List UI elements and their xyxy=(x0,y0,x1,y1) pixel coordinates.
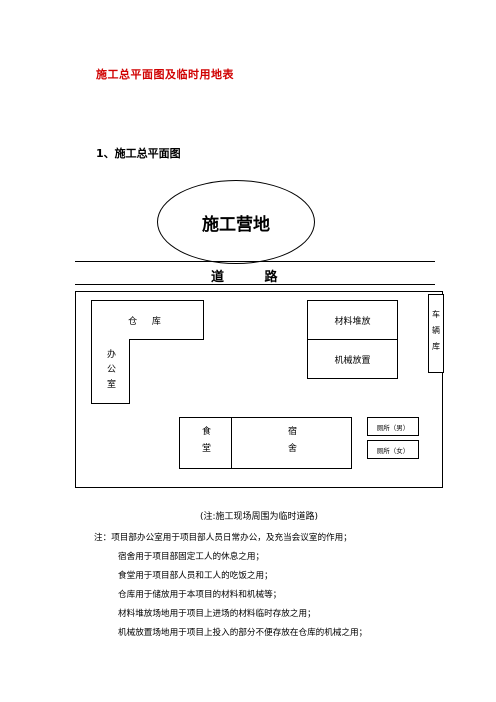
toilet-male: 厕所（男） xyxy=(367,417,419,436)
document-title: 施工总平面图及临时用地表 xyxy=(96,68,234,81)
canteen: 食堂 xyxy=(179,417,232,469)
material-yard-label: 材料堆放 xyxy=(334,316,371,327)
toilet-male-label: 厕所（男） xyxy=(376,423,410,432)
vehicle-garage: 车辆库 xyxy=(428,294,444,373)
notes-list: 注：项目部办公室用于项目部人员日常办公，及充当会议室的作用； 宿舍用于项目部固定… xyxy=(94,529,367,643)
note-line: 注：项目部办公室用于项目部人员日常办公，及充当会议室的作用； xyxy=(94,533,352,543)
warehouse-label: 仓 库 xyxy=(128,316,167,327)
road-label: 道 路 xyxy=(211,270,296,285)
section-heading: 1、施工总平面图 xyxy=(96,147,181,160)
toilet-female: 厕所（女） xyxy=(367,440,419,459)
note-line: 宿舍用于项目部固定工人的休息之用； xyxy=(118,552,265,562)
office: 办公室 xyxy=(91,339,130,404)
road-bottom-line xyxy=(75,284,435,285)
machinery-yard: 机械放置 xyxy=(307,339,398,379)
office-label: 办公室 xyxy=(105,348,115,394)
warehouse: 仓 库 xyxy=(91,300,204,340)
note-line: 机械放置场地用于项目上投入的部分不便存放在仓库的机械之用； xyxy=(118,628,368,638)
note-line: 材料堆放场地用于项目上进场的材料临时存放之用； xyxy=(118,609,316,619)
canteen-label: 食堂 xyxy=(200,426,210,460)
construction-camp: 施工营地 xyxy=(157,180,315,264)
material-yard: 材料堆放 xyxy=(307,300,398,340)
construction-camp-label: 施工营地 xyxy=(202,214,270,235)
note-line: 食堂用于项目部人员和工人的吃饭之用； xyxy=(118,571,273,581)
road-top-line xyxy=(75,261,435,262)
toilet-female-label: 厕所（女） xyxy=(376,446,410,455)
vehicle-garage-label: 车辆库 xyxy=(431,309,441,358)
machinery-yard-label: 机械放置 xyxy=(334,355,371,366)
dormitory: 宿舍 xyxy=(231,417,352,469)
road-note: (注:施工现场周围为临时道路) xyxy=(200,512,319,522)
site-boundary xyxy=(75,291,443,488)
note-line: 仓库用于储放用于本项目的材料和机械等； xyxy=(118,590,282,600)
dormitory-label: 宿舍 xyxy=(286,426,296,460)
